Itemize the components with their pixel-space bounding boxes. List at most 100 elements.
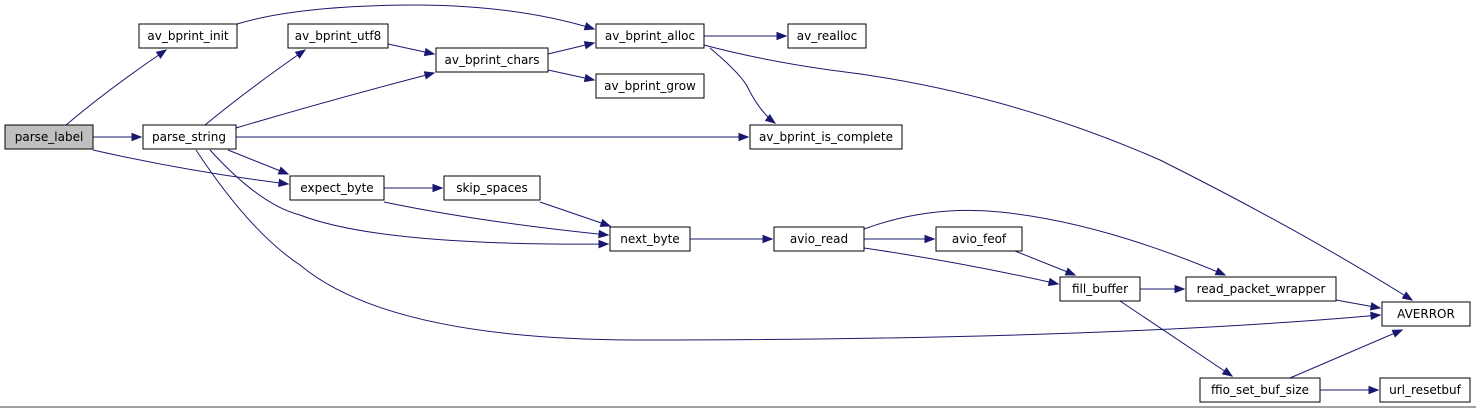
bottom-divider [0, 406, 1476, 410]
arrow-head [277, 166, 290, 175]
node-fill-buffer[interactable]: fill_buffer [1059, 276, 1141, 302]
edge-read-packet-wrapper-to-averror [1335, 299, 1382, 311]
edge-line [227, 149, 289, 175]
edge-line [209, 149, 609, 245]
node-label: av_bprint_alloc [605, 29, 695, 43]
arrow-head [1047, 277, 1060, 287]
node-label: expect_byte [300, 181, 373, 195]
arrow-head [294, 49, 307, 59]
node-av-bprint-init[interactable]: av_bprint_init [138, 23, 238, 49]
arrow-head [764, 113, 777, 124]
edge-line [703, 44, 1413, 301]
arrow-head [1214, 267, 1227, 276]
node-label: parse_string [152, 130, 226, 144]
arrow-head [1370, 311, 1382, 321]
node-av-bprint-is-complete[interactable]: av_bprint_is_complete [749, 124, 903, 150]
node-url-resetbuf[interactable]: url_resetbuf [1379, 377, 1471, 403]
node-avio-read[interactable]: avio_read [773, 226, 865, 252]
arrow-head [599, 218, 612, 227]
node-label: parse_label [15, 130, 84, 144]
node-ffio-set-buf-size[interactable]: ffio_set_buf_size [1199, 377, 1321, 403]
node-av-realloc[interactable]: av_realloc [787, 23, 867, 49]
arrow-head [583, 22, 596, 31]
edge-av-bprint-chars-to-av-bprint-alloc [547, 41, 596, 55]
arrow-head [278, 178, 290, 188]
node-label: av_bprint_is_complete [759, 130, 893, 144]
arrow-head [598, 239, 610, 249]
arrow-head [1391, 329, 1404, 338]
node-skip-spaces[interactable]: skip_spaces [443, 175, 541, 201]
edge-expect-byte-to-next-byte [383, 201, 610, 239]
node-label: fill_buffer [1072, 282, 1128, 296]
edge-line [236, 4, 595, 30]
arrow-head [1221, 367, 1234, 377]
node-label: ffio_set_buf_size [1211, 383, 1309, 397]
edge-expect-byte-to-skip-spaces [384, 183, 444, 193]
arrow-head [423, 71, 436, 80]
node-label: next_byte [620, 232, 679, 246]
edge-parse-string-to-next-byte [209, 149, 610, 249]
edge-parse-string-to-av-bprint-is-complete [236, 132, 750, 142]
arrow-head [598, 229, 610, 239]
arrow-head [583, 41, 596, 50]
edge-av-bprint-alloc-to-averror [703, 44, 1414, 301]
edge-line [539, 201, 611, 227]
node-av-bprint-utf8[interactable]: av_bprint_utf8 [287, 23, 389, 49]
edge-parse-string-to-expect-byte [227, 149, 290, 175]
edge-avio-feof-to-fill-buffer [1014, 250, 1077, 276]
edge-line [195, 149, 1381, 341]
edge-line [709, 47, 776, 124]
node-av-bprint-grow[interactable]: av_bprint_grow [595, 73, 705, 99]
edge-parse-label-to-expect-byte [92, 149, 290, 188]
arrow-head [583, 73, 596, 83]
arrow-head [1368, 385, 1380, 395]
edge-line [383, 201, 609, 236]
node-av-bprint-chars[interactable]: av_bprint_chars [435, 47, 549, 73]
edge-ffio-set-buf-size-to-url-resetbuf [1320, 385, 1380, 395]
edge-next-byte-to-avio-read [690, 234, 774, 244]
node-label: read_packet_wrapper [1197, 282, 1326, 296]
edge-fill-buffer-to-ffio-set-buf-size [1119, 300, 1234, 377]
node-label: avio_read [790, 232, 848, 246]
arrow-head [131, 132, 143, 142]
edge-line [1289, 329, 1403, 379]
edge-avio-read-to-avio-feof [864, 234, 936, 244]
node-label: av_bprint_utf8 [295, 29, 381, 43]
node-label: avio_feof [952, 232, 1007, 246]
node-label: skip_spaces [456, 181, 528, 195]
edge-av-bprint-alloc-to-av-bprint-is-complete [709, 47, 777, 124]
node-avio-feof[interactable]: avio_feof [935, 226, 1023, 252]
edge-av-bprint-alloc-to-av-realloc [704, 31, 788, 41]
edge-parse-string-to-av-bprint-chars [235, 71, 436, 129]
node-label: av_bprint_grow [604, 79, 696, 93]
arrow-head [432, 183, 444, 193]
node-expect-byte[interactable]: expect_byte [289, 175, 385, 201]
edge-layer [65, 4, 1414, 395]
edge-av-bprint-init-to-av-bprint-alloc [236, 4, 596, 31]
arrow-head [924, 234, 936, 244]
arrow-head [738, 132, 750, 142]
edge-line [235, 72, 435, 129]
node-label: av_bprint_chars [444, 53, 539, 67]
edge-line [65, 49, 167, 126]
edge-fill-buffer-to-read-packet-wrapper [1140, 284, 1186, 294]
node-label: url_resetbuf [1389, 383, 1461, 397]
node-parse-string[interactable]: parse_string [142, 124, 237, 150]
edge-line [92, 149, 289, 185]
arrow-head [1369, 302, 1382, 311]
edge-parse-label-to-av-bprint-init [65, 49, 168, 126]
node-av-bprint-alloc[interactable]: av_bprint_alloc [595, 23, 705, 49]
arrow-head [776, 31, 788, 41]
edge-parse-label-to-parse-string [93, 132, 143, 142]
arrow-head [1174, 284, 1186, 294]
node-next-byte[interactable]: next_byte [609, 226, 691, 252]
node-label: AVERROR [1397, 307, 1455, 321]
edge-parse-string-to-averror [195, 149, 1382, 341]
edge-av-bprint-utf8-to-av-bprint-chars [387, 43, 436, 57]
edge-parse-string-to-av-bprint-utf8 [204, 49, 307, 126]
node-averror[interactable]: AVERROR [1381, 301, 1471, 327]
node-parse-label[interactable]: parse_label [4, 124, 94, 150]
node-read-packet-wrapper[interactable]: read_packet_wrapper [1185, 276, 1337, 302]
edge-line [204, 49, 306, 126]
